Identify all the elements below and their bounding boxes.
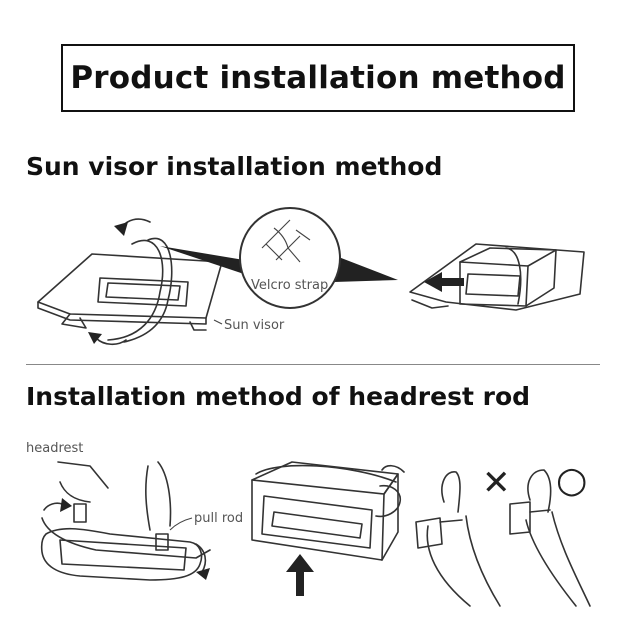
headrest-heading: Installation method of headrest rod <box>26 382 531 411</box>
velcro-strap-label: Velcro strap <box>251 278 328 293</box>
push-left-arrow-icon <box>424 272 464 292</box>
headrest-with-tissue-box-drawing <box>40 461 211 581</box>
correct-mounting-drawing <box>509 469 591 607</box>
tissue-box-drawing <box>251 461 405 561</box>
section-divider <box>26 364 600 365</box>
sun-visor-leader-line <box>213 319 223 325</box>
rotate-arrow-bottom-icon <box>88 332 127 346</box>
rotate-arrow-right-icon <box>195 543 210 580</box>
headrest-label: headrest <box>26 441 83 456</box>
visor-with-tissue-box-drawing <box>37 237 223 343</box>
velcro-strap-zoom-circle <box>239 207 341 309</box>
rotate-arrow-top-icon <box>114 218 151 236</box>
assembled-visor-drawing <box>409 243 585 311</box>
incorrect-mark-icon: ✕ <box>482 463 511 503</box>
pull-rod-label: pull rod <box>194 511 243 526</box>
pull-rod-leader-line <box>169 517 193 531</box>
push-up-arrow-icon <box>286 554 314 596</box>
zoom-wedge-right <box>334 256 398 282</box>
correct-mark-icon: ○ <box>556 460 587 501</box>
title-box: Product installation method <box>61 44 575 112</box>
rotate-arrow-left-icon <box>43 498 72 512</box>
incorrect-mounting-drawing <box>415 471 501 607</box>
zoom-wedge-left <box>160 246 244 274</box>
headrest-diagram: headrest pull rod <box>26 441 591 607</box>
sun-visor-diagram: Velcro strap Sun visor <box>37 207 585 346</box>
sun-visor-label: Sun visor <box>224 318 285 333</box>
page-title: Product installation method <box>70 60 566 96</box>
sun-visor-heading: Sun visor installation method <box>26 152 443 181</box>
